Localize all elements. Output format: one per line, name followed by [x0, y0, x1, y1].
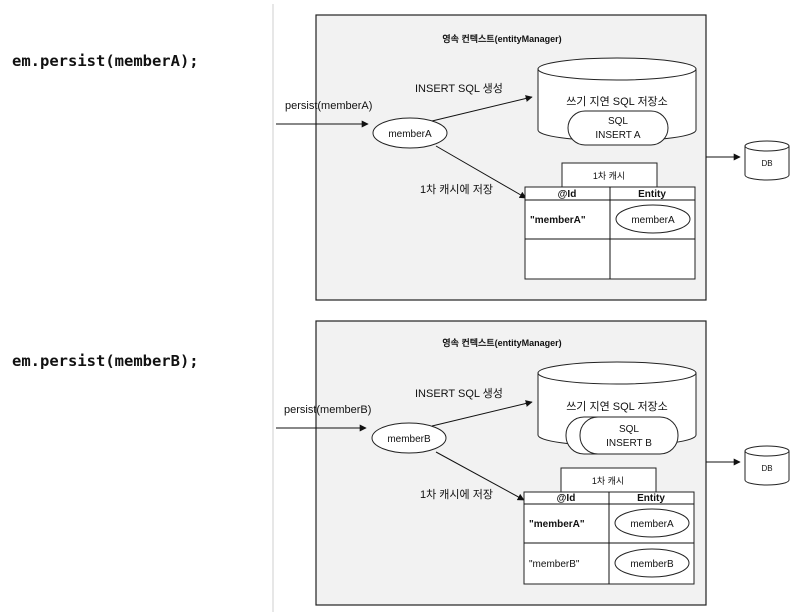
table-row-id: "memberA" — [530, 215, 586, 226]
member-entity-oval — [372, 117, 448, 149]
table-row-entity-oval — [615, 204, 691, 234]
db-label: DB — [761, 159, 772, 168]
insert-sql-arrow — [431, 400, 533, 427]
table-row-entity: memberA — [631, 215, 675, 226]
persist-call-label: persist(memberA) — [285, 100, 372, 112]
sql-item-line1: SQL — [619, 424, 639, 435]
code-statement: em.persist(memberA); — [12, 52, 199, 70]
table-row-entity: memberB — [630, 559, 674, 570]
sql-item — [579, 416, 679, 455]
sql-store-label: 쓰기 지연 SQL 저장소 — [566, 95, 668, 108]
cache-title: 1차 캐시 — [592, 475, 624, 486]
table-row-entity-oval — [614, 548, 690, 578]
insert-sql-arrow — [431, 95, 533, 122]
cache-title: 1차 캐시 — [593, 170, 625, 181]
table-header-entity: Entity — [638, 189, 666, 200]
insert-sql-label: INSERT SQL 생성 — [415, 387, 503, 400]
db-cylinder — [744, 445, 790, 486]
table-header-entity: Entity — [637, 493, 665, 504]
table-header-id: @Id — [557, 493, 576, 504]
member-entity-oval — [371, 422, 447, 454]
db-label: DB — [761, 464, 772, 473]
table-row-id: "memberA" — [529, 519, 585, 530]
sql-item-line2: INSERT B — [606, 438, 652, 449]
cache-store-label: 1차 캐시에 저장 — [420, 488, 493, 501]
cache-store-arrow — [435, 451, 525, 501]
table-row-id: "memberB" — [529, 559, 580, 570]
context-title: 영속 컨텍스트(entityManager) — [442, 33, 561, 44]
panel-member-b: em.persist(memberB); 영속 컨텍스트(entityManag… — [12, 320, 790, 606]
sql-item-line1: SQL — [608, 116, 628, 127]
sql-store-label: 쓰기 지연 SQL 저장소 — [566, 400, 668, 413]
insert-sql-label: INSERT SQL 생성 — [415, 82, 503, 95]
table-row-entity-oval — [614, 508, 690, 538]
member-entity-label: memberA — [388, 129, 432, 140]
cache-store-label: 1차 캐시에 저장 — [420, 183, 493, 196]
table-row-entity: memberA — [630, 519, 674, 530]
code-statement: em.persist(memberB); — [12, 352, 199, 370]
context-title: 영속 컨텍스트(entityManager) — [442, 337, 561, 348]
persist-call-label: persist(memberB) — [284, 404, 371, 416]
panel-member-a: em.persist(memberA); 영속 컨텍스트(entityManag… — [12, 14, 790, 301]
sql-item-line2: INSERT A — [595, 130, 641, 141]
member-entity-label: memberB — [387, 434, 431, 445]
cache-store-arrow — [435, 145, 527, 199]
cache-title-box — [560, 467, 657, 493]
db-cylinder — [744, 140, 790, 181]
table-header-id: @Id — [558, 189, 577, 200]
sql-item — [567, 110, 669, 146]
